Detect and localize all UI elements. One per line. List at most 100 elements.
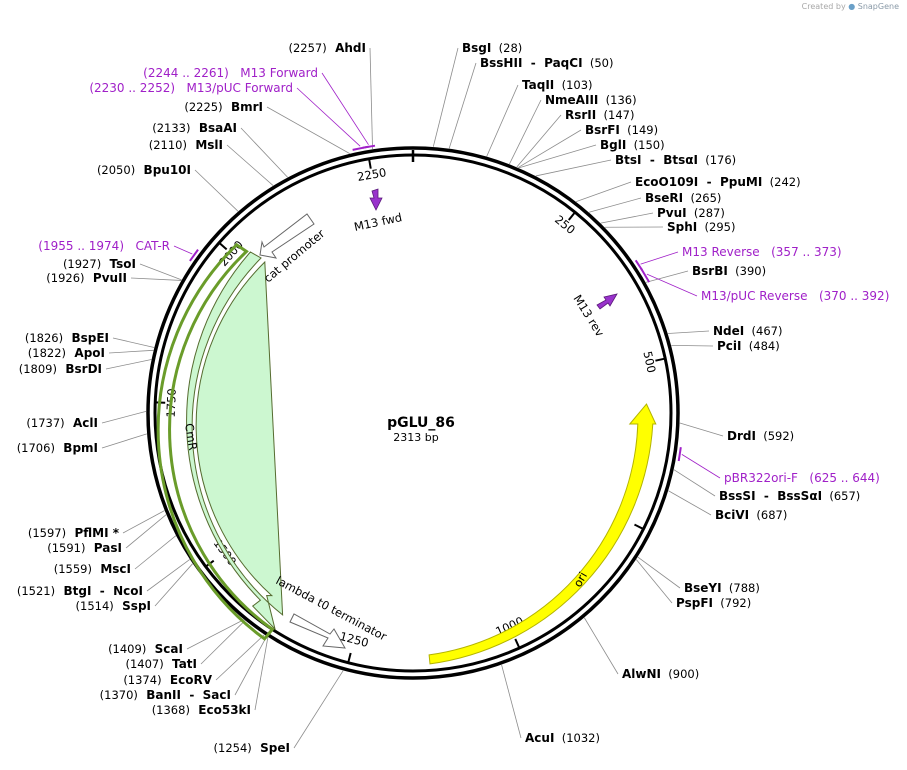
primer-m13-rev-arrow[interactable] — [596, 293, 618, 310]
site-position: (50) — [583, 56, 614, 70]
primer-name: pBR322ori-F — [724, 471, 798, 485]
restriction-site-label[interactable]: TaqII (103) — [522, 78, 593, 92]
primer-site-label[interactable]: pBR322ori-F (625 .. 644) — [724, 471, 880, 485]
restriction-site-label[interactable]: (1514) SspI — [76, 599, 151, 613]
restriction-site-label[interactable]: BciVI (687) — [715, 508, 787, 522]
site-leader-line — [200, 620, 246, 665]
enzyme-name: RsrII — [565, 108, 596, 122]
site-position: (1032) — [554, 731, 600, 745]
restriction-site-label[interactable]: (1597) PflMI * — [28, 526, 120, 540]
enzyme-name: ApoI — [66, 346, 105, 360]
ruler-tick — [368, 158, 372, 169]
ruler-tick — [514, 638, 521, 649]
restriction-site-label[interactable]: PvuI (287) — [657, 206, 725, 220]
enzyme-name: MslI — [187, 138, 223, 152]
restriction-site-label[interactable]: BsrBI (390) — [692, 264, 766, 278]
site-leader-line — [645, 270, 689, 283]
primer-site-label[interactable]: (2244 .. 2261) M13 Forward — [143, 66, 318, 80]
primer-binding-bars — [189, 144, 682, 462]
site-leader-line — [535, 159, 612, 177]
restriction-site-label[interactable]: (1368) Eco53kI — [152, 703, 251, 717]
restriction-site-label[interactable]: PciI (484) — [717, 339, 780, 353]
enzyme-name: BssSαI — [769, 489, 822, 503]
restriction-site-label[interactable]: (1926) PvuII — [46, 271, 127, 285]
feature-cmr[interactable] — [186, 251, 284, 631]
restriction-site-label[interactable]: DrdI (592) — [727, 429, 794, 443]
restriction-site-label[interactable]: BssSI - BssSαI (657) — [719, 489, 860, 503]
restriction-site-label[interactable]: BsgI (28) — [462, 41, 522, 55]
primer-site-labels: M13 Reverse (357 .. 373) M13/pUC Reverse … — [38, 66, 889, 485]
restriction-site-label[interactable]: PspFI (792) — [676, 596, 751, 610]
restriction-site-label[interactable]: (2110) MslI — [149, 138, 223, 152]
feature-ori[interactable] — [428, 403, 657, 665]
enzyme-name: NdeI — [713, 324, 744, 338]
primer-m13-fwd-arrow[interactable] — [369, 188, 383, 211]
enzyme-name: AlwNI — [622, 667, 661, 681]
restriction-site-label[interactable]: (2050) Bpu10I — [97, 163, 191, 177]
restriction-site-label[interactable]: BssHII - PaqCI (50) — [480, 56, 613, 70]
site-leader-line — [600, 212, 654, 224]
restriction-site-label[interactable]: (2133) BsaAI — [152, 121, 237, 135]
restriction-site-label[interactable]: (1521) BtgI - NcoI — [17, 584, 143, 598]
enzyme-name: BssHII — [480, 56, 522, 70]
restriction-site-label[interactable]: (1407) TatI — [125, 657, 197, 671]
restriction-site-label[interactable]: SphI (295) — [667, 220, 735, 234]
primer-site-label[interactable]: M13/pUC Reverse (370 .. 392) — [701, 289, 889, 303]
restriction-site-label[interactable]: (1809) BsrDI — [19, 362, 102, 376]
feature-cat-promoter[interactable] — [259, 213, 315, 259]
restriction-site-label[interactable]: (2257) AhdI — [289, 41, 367, 55]
enzyme-name: SspI — [114, 599, 151, 613]
restriction-site-label[interactable]: (1927) TsoI — [63, 257, 136, 271]
enzyme-name: BspEI — [63, 331, 109, 345]
primer-site-label[interactable]: (1955 .. 1974) CAT-R — [38, 239, 170, 253]
restriction-site-label[interactable]: (1737) AclI — [26, 416, 98, 430]
restriction-site-label[interactable]: (1559) MscI — [54, 562, 131, 576]
enzyme-name: PaqCI — [536, 56, 583, 70]
feature-lambda-t0-terminator[interactable] — [289, 613, 346, 649]
restriction-site-label[interactable]: AcuI (1032) — [525, 731, 600, 745]
site-position: (28) — [491, 41, 522, 55]
restriction-site-label[interactable]: (1826) BspEI — [25, 331, 109, 345]
site-leader-line — [486, 84, 519, 157]
primer-site-label[interactable]: (2230 .. 2252) M13/pUC Forward — [89, 81, 293, 95]
enzyme-name: Bpu10I — [135, 163, 191, 177]
restriction-site-label[interactable]: NdeI (467) — [713, 324, 782, 338]
enzyme-name: PvuI — [657, 206, 687, 220]
restriction-site-label[interactable]: BseRI (265) — [645, 191, 721, 205]
site-position: (1809) — [19, 362, 57, 376]
restriction-site-label[interactable]: BglI (150) — [600, 138, 665, 152]
label-m13-fwd: M13 fwd — [353, 210, 404, 234]
primer-site-label[interactable]: M13 Reverse (357 .. 373) — [682, 245, 842, 259]
enzyme-name: BpmI — [55, 441, 98, 455]
restriction-site-label[interactable]: RsrII (147) — [565, 108, 634, 122]
restriction-site-label[interactable]: (1370) BanII - SacI — [100, 688, 231, 702]
snapgene-credit: Created by ● SnapGene — [802, 2, 899, 11]
site-leader-line — [122, 510, 165, 534]
restriction-site-label[interactable]: BsrFI (149) — [585, 123, 658, 137]
site-leader-line — [673, 469, 716, 497]
restriction-site-label[interactable]: (1374) EcoRV — [123, 673, 212, 687]
enzyme-name: - — [91, 584, 104, 598]
restriction-site-label[interactable]: AlwNI (900) — [622, 667, 699, 681]
site-position: (657) — [822, 489, 860, 503]
site-leader-line — [139, 263, 182, 281]
snapgene-logo-icon: ● — [848, 2, 856, 11]
site-leader-line — [108, 349, 154, 354]
restriction-site-label[interactable]: (2225) BmrI — [184, 100, 263, 114]
restriction-site-label[interactable]: (1822) ApoI — [28, 346, 105, 360]
primer-leader-line — [640, 251, 679, 265]
restriction-site-label[interactable]: NmeAIII (136) — [545, 93, 637, 107]
site-position: (149) — [620, 123, 658, 137]
restriction-site-label[interactable]: (1591) PasI — [47, 541, 122, 555]
restriction-site-label[interactable]: BtsI - BtsαI (176) — [615, 153, 736, 167]
restriction-site-label[interactable]: (1409) ScaI — [108, 642, 183, 656]
site-position: (1368) — [152, 703, 190, 717]
restriction-site-label[interactable]: (1254) SpeI — [214, 741, 290, 755]
enzyme-name: NmeAIII — [545, 93, 598, 107]
site-leader-line — [215, 634, 265, 681]
enzyme-name: SphI — [667, 220, 697, 234]
primer-name: M13/pUC Forward — [175, 81, 293, 95]
restriction-site-label[interactable]: (1706) BpmI — [17, 441, 98, 455]
restriction-site-label[interactable]: BseYI (788) — [684, 581, 760, 595]
restriction-site-label[interactable]: EcoO109I - PpuMI (242) — [635, 175, 801, 189]
